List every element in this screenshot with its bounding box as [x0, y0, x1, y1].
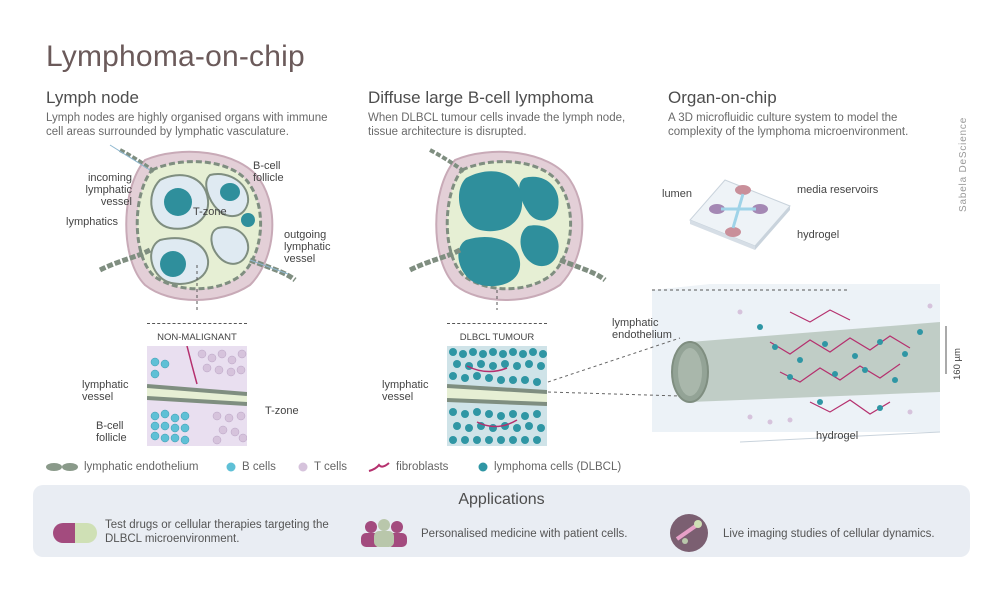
credit-text: Sabela DeScience: [958, 116, 969, 212]
inset-label-tzone-nm: T-zone: [265, 405, 299, 417]
dlbcl-title: Diffuse large B-cell lymphoma: [368, 88, 594, 107]
label-lymphatic-endothelium: lymphatic endothelium: [612, 317, 672, 341]
dlbcl-inset: DLBCL TUMOUR: [447, 323, 547, 446]
app-text-personalised: Personalised medicine with patient cells…: [421, 528, 628, 540]
legend-item-endothelium: lymphatic endothelium: [46, 459, 198, 475]
non-malignant-inset: NON-MALIGNANT: [147, 323, 247, 446]
label-bcell-follicle: B-cell follicle: [253, 160, 284, 184]
capsule-icon: [53, 523, 97, 543]
label-hydrogel-block: hydrogel: [816, 430, 859, 442]
label-incoming-vessel: incoming lymphatic vessel: [85, 172, 132, 208]
dlbcl-tissue: [447, 346, 547, 446]
applications-title: Applications: [458, 491, 545, 508]
microscope-icon: [670, 514, 708, 552]
organ-chip-desc: A 3D microfluidic culture system to mode…: [668, 112, 909, 138]
b-cell-icon: [226, 462, 236, 472]
inset-label-vessel-nm: lymphatic vessel: [82, 379, 129, 403]
label-scale: 160 µm: [952, 348, 963, 380]
endothelium-icon: [46, 463, 78, 471]
app-text-imaging: Live imaging studies of cellular dynamic…: [723, 528, 935, 540]
people-icon: [361, 519, 407, 547]
dlbcl-desc: When DLBCL tumour cells invade the lymph…: [368, 112, 626, 138]
legend-label-tcells: T cells: [314, 461, 348, 473]
organ-chip-title: Organ-on-chip: [668, 88, 777, 107]
legend-label-fibroblasts: fibroblasts: [396, 461, 449, 473]
legend-label-lymphoma: lymphoma cells (DLBCL): [494, 461, 622, 473]
legend-label-endothelium: lymphatic endothelium: [84, 461, 199, 473]
inset-label-vessel-dlbcl: lymphatic vessel: [382, 379, 429, 403]
page-title: Lymphoma-on-chip: [46, 40, 305, 73]
connector-lines: [547, 337, 681, 397]
inset-title-dlbcl: DLBCL TUMOUR: [459, 332, 535, 343]
lymph-node-illustration: [98, 144, 297, 310]
chip-3d-block: [652, 284, 947, 443]
fibroblast-icon: [368, 462, 390, 472]
label-tzone: T-zone: [193, 206, 227, 218]
inset-title-non-malignant: NON-MALIGNANT: [157, 332, 237, 343]
lymph-node-title: Lymph node: [46, 88, 139, 107]
microfluidic-chip: [689, 179, 791, 250]
t-cell-icon: [298, 462, 308, 472]
legend-label-bcells: B cells: [242, 461, 276, 473]
legend-item-bcells: B cells: [226, 459, 276, 475]
label-hydrogel-chip: hydrogel: [797, 229, 840, 241]
label-media-reservoirs: media reservoirs: [797, 184, 879, 196]
legend-item-fibroblasts: fibroblasts: [368, 459, 448, 475]
lymphoma-cell-icon: [478, 462, 488, 472]
label-lumen: lumen: [662, 188, 692, 200]
lymph-node-desc: Lymph nodes are highly organised organs …: [46, 112, 328, 138]
applications-panel: Applications Test drugs or cellular ther…: [33, 485, 970, 557]
legend: lymphatic endothelium B cells T cells fi…: [46, 459, 946, 475]
legend-item-tcells: T cells: [298, 459, 347, 475]
non-malignant-tissue: [147, 346, 247, 446]
label-outgoing-vessel: outgoing lymphatic vessel: [284, 229, 331, 265]
legend-item-lymphoma: lymphoma cells (DLBCL): [478, 459, 621, 475]
dlbcl-illustration: [408, 148, 607, 310]
app-text-drugs: Test drugs or cellular therapies targeti…: [105, 519, 329, 545]
label-lymphatics: lymphatics: [66, 216, 118, 228]
inset-label-follicle-nm: B-cell follicle: [96, 420, 127, 444]
